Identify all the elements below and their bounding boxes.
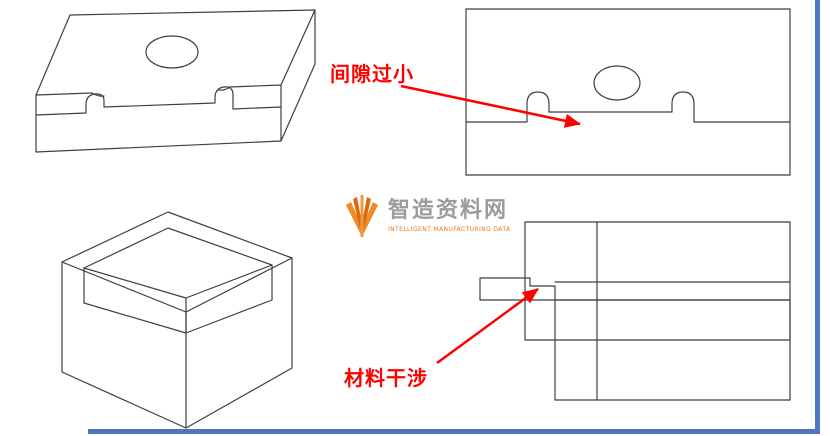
front-view-outline: [465, 8, 791, 176]
cover-rim-front-edges: [61, 257, 293, 313]
section-left-bar-with-notch: [479, 277, 556, 301]
watermark-title: 智造资料网: [388, 198, 509, 224]
block-outline: [35, 9, 316, 153]
watermark-subtitle: INTELLIGENT MANUFACTURING DATA: [388, 225, 511, 233]
slide-frame-bottom-border: [88, 429, 820, 434]
isometric-cover-view: [61, 211, 293, 429]
section-upper-block: [524, 221, 791, 341]
slot-top-cut-right: [218, 86, 231, 91]
logo-page-right-outer: [362, 202, 378, 237]
isometric-slot-block-view: [35, 9, 316, 153]
watermark: 智造资料网 INTELLIGENT MANUFACTURING DATA: [343, 192, 510, 240]
block-top-right-edge: [280, 9, 316, 86]
slot-profile-2d: [465, 91, 791, 123]
cover-outline: [61, 211, 293, 429]
logo-page-left-inner: [353, 197, 362, 237]
section-view-interference: [479, 221, 791, 401]
slot-profile-3d: [35, 86, 282, 116]
watermark-text: 智造资料网 INTELLIGENT MANUFACTURING DATA: [388, 198, 511, 233]
logo-page-right-inner: [362, 197, 371, 237]
top-hole: [145, 35, 199, 69]
annotation-arrows: [400, 84, 581, 365]
slot-top-cut-left: [91, 92, 105, 97]
section-lower-block: [554, 299, 791, 401]
interference-arrow: [436, 287, 539, 365]
front-view-hole: [593, 65, 641, 101]
cover-inner-wall-edges: [83, 264, 273, 334]
gap-arrow: [400, 84, 581, 128]
cover-cavity-floor-edges: [83, 299, 273, 334]
gap-too-small-label: 间隙过小: [330, 62, 414, 86]
logo-spine: [360, 195, 364, 237]
front-view-clearance: [465, 8, 791, 176]
block-front-top-edge-left: [35, 92, 93, 96]
material-interference-label: 材料干涉: [344, 366, 428, 390]
block-front-top-edge-right: [229, 84, 282, 88]
watermark-logo-icon: [346, 195, 378, 237]
slide-frame-right-border: [815, 0, 820, 434]
logo-page-left-outer: [346, 202, 362, 237]
